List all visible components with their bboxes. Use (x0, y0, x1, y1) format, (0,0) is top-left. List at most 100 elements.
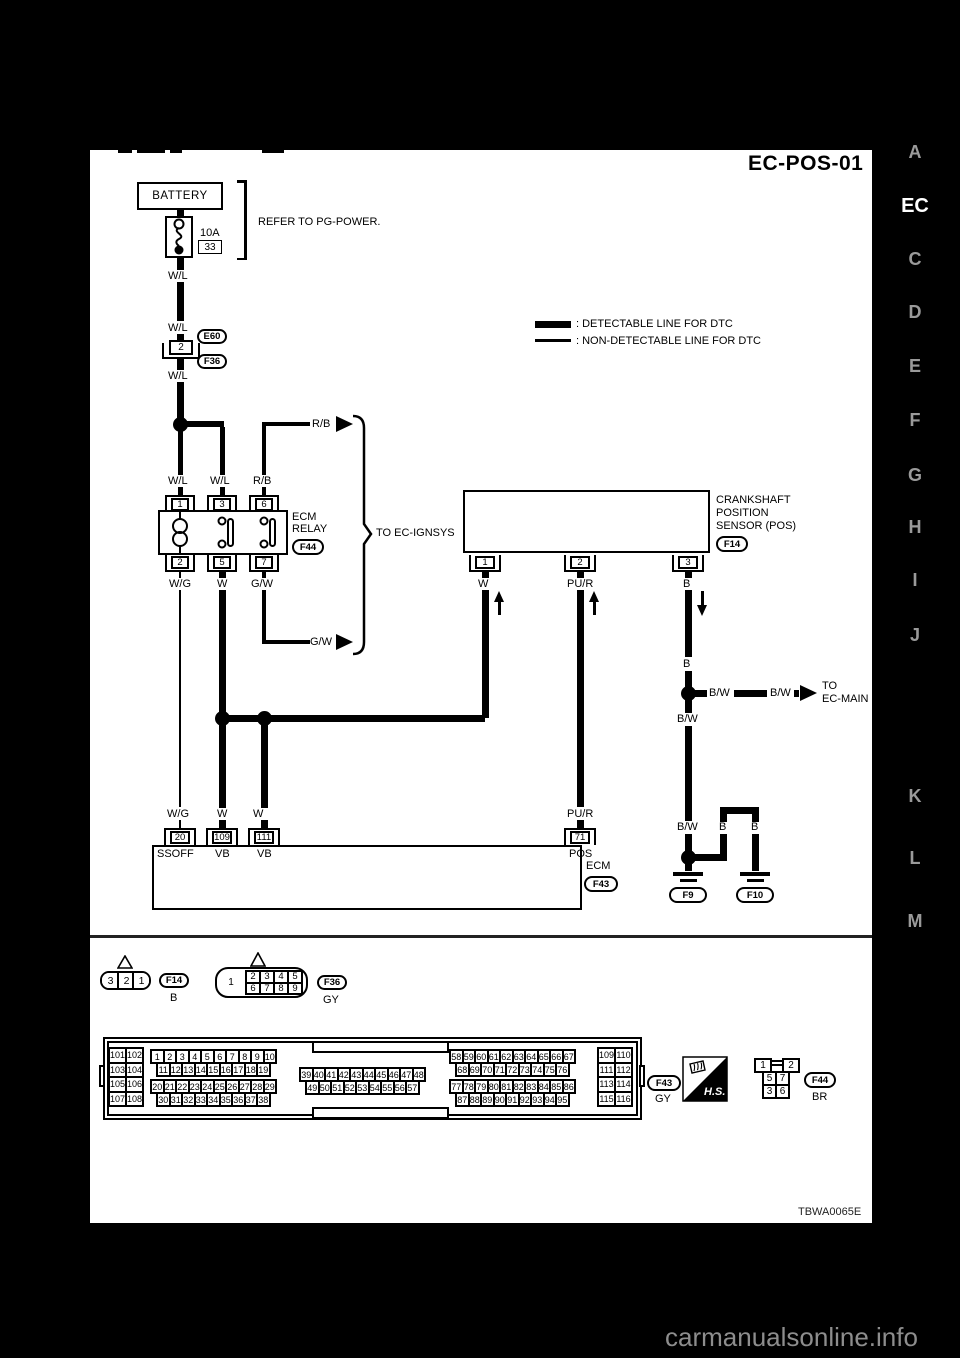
wire-wl (219, 427, 225, 475)
ecm-pin-109: 109 (206, 828, 238, 845)
grid-cell: 19 (256, 1062, 271, 1077)
wire-gw (262, 572, 266, 578)
relay-name-line2: RELAY (292, 523, 328, 535)
ecm-signal-vb: VB (215, 848, 230, 860)
connector-ref-f43: F43 (584, 876, 618, 892)
grid-cell: 95 (555, 1092, 570, 1107)
sidebar-letter-a[interactable]: A (908, 142, 922, 162)
connector-ref-f36: F36 (317, 975, 347, 990)
wire-bw (734, 689, 767, 697)
sidebar-letter-h[interactable]: H (908, 517, 922, 537)
battery-label: BATTERY (152, 190, 208, 202)
fuse-amp-label: 10A (200, 227, 220, 239)
sidebar-letter-i[interactable]: I (912, 570, 918, 590)
ecm-label: ECM (586, 860, 611, 872)
figure-code: TBWA0065E (798, 1206, 862, 1218)
relay-pin-5: 5 (207, 555, 237, 572)
relay-pin-1: 1 (165, 495, 195, 512)
grid-cell: 108 (125, 1090, 144, 1107)
wire-b-bridge (688, 853, 726, 861)
sensor-name-line1: CRANKSHAFT (716, 494, 791, 506)
wire-color-label: B/W (677, 821, 698, 833)
sidebar-letter-g[interactable]: G (907, 465, 922, 485)
grid-cell: 112 (614, 1061, 633, 1078)
fuse-symbol (173, 218, 185, 255)
battery-box: BATTERY (137, 182, 223, 210)
wire-w (481, 572, 489, 578)
wire-w-run (218, 714, 485, 722)
connector-ref-f14: F14 (159, 973, 189, 988)
wire-color-label: B (683, 578, 691, 590)
refer-bracket (244, 180, 247, 260)
arrow-down-icon (697, 605, 707, 616)
connector-color-code: BR (812, 1091, 828, 1103)
fuse-number-box: 33 (198, 240, 222, 254)
wire-color-label: B (751, 821, 759, 833)
f44-cavity-2: 2 (782, 1058, 800, 1073)
connector-ref-f36: F36 (197, 354, 227, 369)
junction-dot (214, 710, 230, 726)
wire-color-label: W/L (168, 370, 188, 382)
inline-connector-number: 2 (178, 342, 184, 353)
connector-color-code: GY (655, 1093, 671, 1105)
wire-rb (262, 487, 266, 497)
wire-w-riser (481, 590, 489, 718)
wire-w (260, 820, 268, 829)
wire-color-label: B (719, 821, 727, 833)
ignsys-brace (352, 414, 373, 656)
wire-wl (219, 487, 225, 497)
sidebar-letter-l[interactable]: L (909, 848, 921, 868)
arrow-right-icon (336, 416, 353, 432)
wire-color-label: PU/R (567, 808, 594, 820)
sidebar-letter-ec-active[interactable]: EC (901, 195, 929, 217)
sidebar-letter-e[interactable]: E (908, 356, 921, 376)
f36-cavity-1: 1 (228, 977, 234, 988)
wire-wl (176, 208, 184, 217)
wire-color-label: W (217, 578, 228, 590)
sensor-pin-2: 2 (564, 555, 596, 572)
wire-wl (177, 427, 183, 475)
wire-bw (695, 689, 707, 697)
wire-color-label: W (478, 578, 489, 590)
connector-latch (99, 1065, 105, 1087)
grid-cell: 74 (530, 1062, 545, 1077)
refer-label: REFER TO PG-POWER. (258, 216, 381, 228)
arrow-right-icon (800, 685, 817, 701)
connector-ref-f14: F14 (716, 536, 748, 552)
connector-color-code: GY (323, 994, 339, 1006)
wire-wg (178, 820, 182, 829)
cropped-text-fragment (170, 150, 182, 153)
wire-wl (176, 382, 184, 424)
ground-icon (746, 879, 764, 882)
wire-pur (576, 590, 584, 807)
grid-cell: 116 (614, 1090, 633, 1107)
sidebar-letter-j[interactable]: J (909, 625, 920, 645)
wire-bw (794, 689, 799, 697)
wire-wl (176, 334, 184, 341)
diagram-title: EC-POS-01 (748, 152, 864, 175)
arrow-stub (701, 591, 704, 605)
cropped-text-fragment (118, 150, 132, 153)
wire-color-label: B/W (770, 687, 791, 699)
wire-color-label: B (683, 658, 691, 670)
wire-bw (684, 834, 692, 852)
legend-thin-line (535, 339, 571, 342)
ground-icon (740, 872, 770, 876)
ecm-signal-pos: POS (569, 848, 593, 860)
connector-ref-f44: F44 (292, 539, 324, 555)
sidebar-letter-f[interactable]: F (909, 410, 921, 430)
sidebar-letter-d[interactable]: D (908, 302, 922, 322)
wire-color-label: W/G (167, 808, 189, 820)
sidebar-letter-k[interactable]: K (908, 786, 922, 806)
fuse-number: 33 (204, 241, 216, 253)
sidebar-letter-m[interactable]: M (907, 911, 923, 931)
sidebar-letter-c[interactable]: C (908, 249, 922, 269)
